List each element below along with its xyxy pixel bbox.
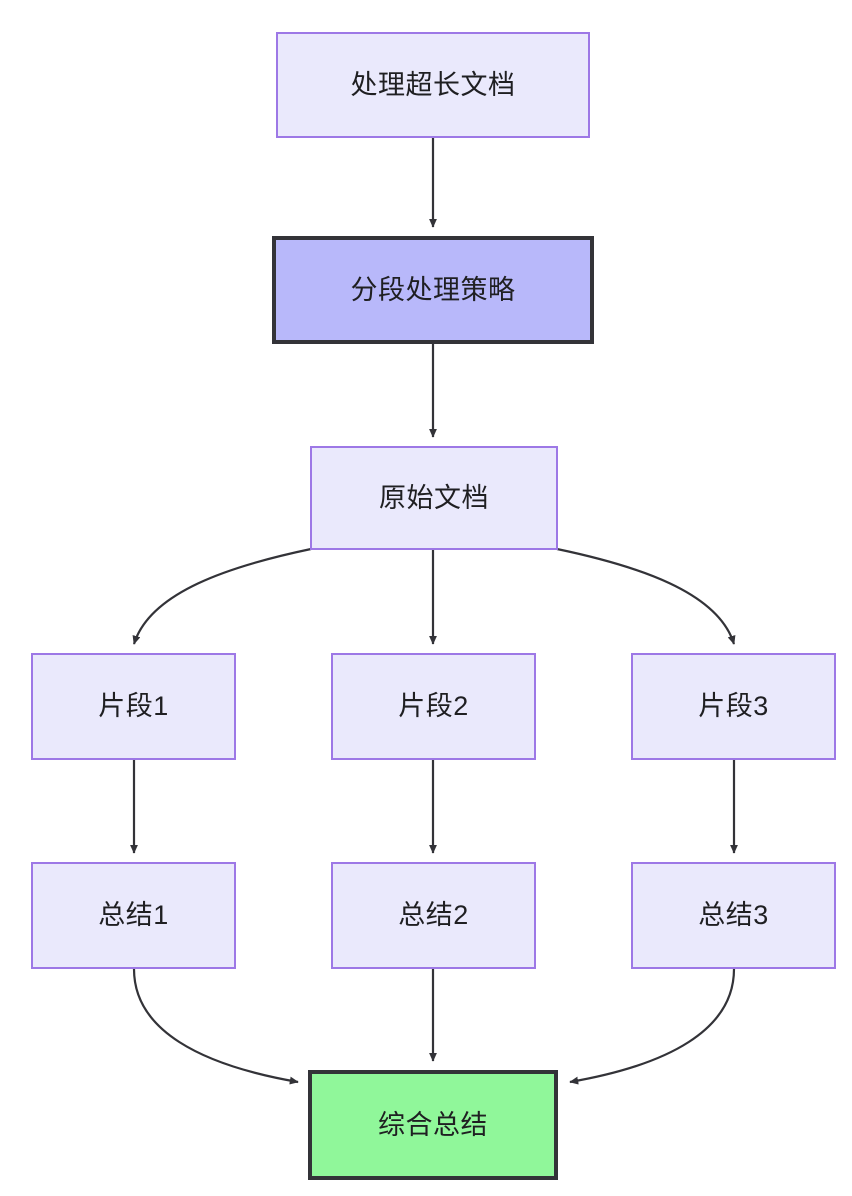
node-label: 片段1 (98, 691, 169, 722)
node-label: 原始文档 (379, 482, 489, 513)
node-label: 处理超长文档 (350, 69, 516, 100)
edge-original-to-chunk3 (556, 547, 736, 645)
node-summary-1[interactable]: 总结1 (31, 862, 236, 969)
node-label: 综合总结 (378, 1109, 488, 1140)
node-chunk-1[interactable]: 片段1 (31, 653, 236, 760)
node-chunk-2[interactable]: 片段2 (331, 653, 536, 760)
node-combined-summary[interactable]: 综合总结 (308, 1070, 558, 1180)
node-summary-2[interactable]: 总结2 (331, 862, 536, 969)
edge-summary3-to-final (569, 968, 736, 1085)
node-label: 总结2 (398, 900, 469, 931)
node-label: 片段3 (698, 691, 769, 722)
edge-original-to-chunk1 (132, 547, 312, 645)
edge-summary1-to-final (132, 968, 299, 1085)
node-label: 片段2 (398, 691, 469, 722)
node-chunking-strategy[interactable]: 分段处理策略 (272, 236, 594, 344)
node-summary-3[interactable]: 总结3 (631, 862, 836, 969)
node-chunk-3[interactable]: 片段3 (631, 653, 836, 760)
node-original-document[interactable]: 原始文档 (310, 446, 558, 550)
node-label: 总结3 (698, 900, 769, 931)
node-label: 分段处理策略 (350, 274, 516, 305)
node-label: 总结1 (98, 900, 169, 931)
node-process-long-document[interactable]: 处理超长文档 (276, 32, 590, 138)
